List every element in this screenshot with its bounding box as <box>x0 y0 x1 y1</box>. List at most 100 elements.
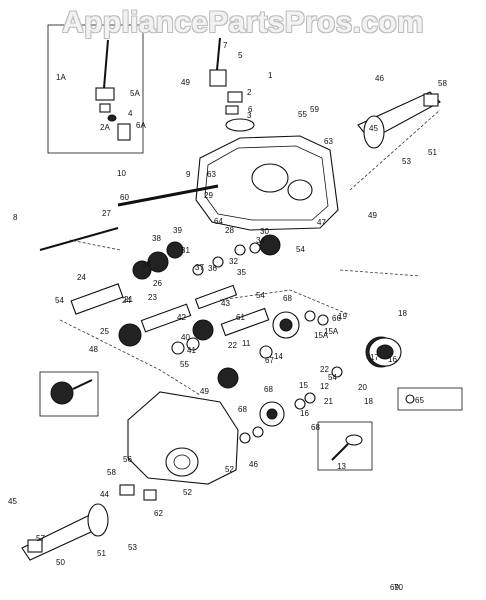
lower-housing <box>127 391 239 485</box>
callout-49: 49 <box>368 211 377 220</box>
callout-7: 7 <box>223 41 228 50</box>
callout-10: 10 <box>117 169 126 178</box>
bearing-lower <box>119 484 135 496</box>
callout-57: 57 <box>36 534 45 543</box>
callout-50: 50 <box>56 558 65 567</box>
callout-56: 56 <box>123 455 132 464</box>
callout-68: 68 <box>264 385 273 394</box>
housing-boss-small <box>287 179 313 201</box>
bearing-lower-2 <box>143 489 157 501</box>
callout-1: 1 <box>268 71 273 80</box>
callout-3: 3 <box>247 111 252 120</box>
callout-47: 47 <box>317 218 326 227</box>
axle-flange-lower <box>87 503 109 537</box>
fork-rod <box>39 227 119 251</box>
callout-61: 61 <box>236 313 245 322</box>
callout-6: 6 <box>248 105 253 114</box>
callout-35: 35 <box>237 268 246 277</box>
callout-4: 4 <box>128 109 133 118</box>
callout-42: 42 <box>177 313 186 322</box>
countershaft <box>70 283 124 315</box>
callout-53: 53 <box>128 543 137 552</box>
callout-18: 18 <box>398 309 407 318</box>
callout-49: 49 <box>181 78 190 87</box>
callout-54: 54 <box>328 373 337 382</box>
callout-70: 70 <box>394 583 403 592</box>
callout-9: 9 <box>186 170 191 179</box>
callout-45: 45 <box>8 497 17 506</box>
callout-6a: 6A <box>136 121 146 130</box>
callout-18: 18 <box>364 397 373 406</box>
bevel-gear-inset <box>50 381 74 405</box>
callout-46: 46 <box>249 460 258 469</box>
callout-63: 63 <box>207 170 216 179</box>
callout-26: 26 <box>153 279 162 288</box>
callout-15a: 15A <box>324 327 339 336</box>
callout-54: 54 <box>296 245 305 254</box>
callout-62: 62 <box>154 509 163 518</box>
callout-67: 67 <box>265 356 274 365</box>
callout-66: 66 <box>332 314 341 323</box>
callout-15: 15 <box>299 381 308 390</box>
callout-52: 52 <box>183 488 192 497</box>
callout-43: 43 <box>221 299 230 308</box>
washers <box>171 242 343 444</box>
callout-69: 69 <box>390 583 399 592</box>
callout-2: 2 <box>247 88 252 97</box>
callout-21: 21 <box>124 295 133 304</box>
bolt-inset <box>397 387 463 411</box>
lower-housing-bore <box>165 447 199 477</box>
callout-22: 22 <box>228 341 237 350</box>
callout-20: 20 <box>358 383 367 392</box>
callout-21: 21 <box>324 397 333 406</box>
inset-frame <box>47 24 144 154</box>
assembly-line-1 <box>59 319 201 396</box>
callout-48: 48 <box>89 345 98 354</box>
callout-16: 16 <box>388 355 397 364</box>
callout-25: 25 <box>100 327 109 336</box>
callout-1a: 1A <box>56 73 66 82</box>
callout-24: 24 <box>77 273 86 282</box>
input-shaft <box>140 303 192 333</box>
callout-55: 55 <box>180 360 189 369</box>
callout-54: 54 <box>55 296 64 305</box>
callout-5a: 5A <box>130 89 140 98</box>
callout-31: 31 <box>181 246 190 255</box>
callout-34: 34 <box>256 236 265 245</box>
callout-8: 8 <box>13 213 18 222</box>
assembly-line-2 <box>339 269 421 277</box>
callout-65: 65 <box>415 396 424 405</box>
axle-bushing-upper <box>423 93 439 107</box>
callout-27: 27 <box>102 209 111 218</box>
callout-60: 60 <box>120 193 129 202</box>
callout-32: 32 <box>229 257 238 266</box>
callout-11: 11 <box>242 339 251 348</box>
shift-lever <box>209 37 255 132</box>
callout-40: 40 <box>181 333 190 342</box>
inset-shift-lever <box>95 39 131 141</box>
callout-46: 46 <box>375 74 384 83</box>
axle-bushing-lower <box>27 539 43 553</box>
callout-12: 12 <box>320 382 329 391</box>
callout-58: 58 <box>107 468 116 477</box>
callout-23: 23 <box>148 293 157 302</box>
callout-39: 39 <box>173 226 182 235</box>
watermark: AppliancePartsPros.com <box>62 6 424 39</box>
callout-16: 16 <box>300 409 309 418</box>
bevel-inset <box>39 371 99 417</box>
callout-28: 28 <box>225 226 234 235</box>
callout-30: 30 <box>260 227 269 236</box>
housing-boss <box>251 163 289 193</box>
callout-33: 33 <box>142 260 151 269</box>
callout-49: 49 <box>200 387 209 396</box>
spline-shaft <box>220 307 270 337</box>
shift-rod <box>117 184 219 207</box>
callout-22: 22 <box>320 365 329 374</box>
callout-51: 51 <box>428 148 437 157</box>
callout-13: 13 <box>337 462 346 471</box>
callout-58: 58 <box>438 79 447 88</box>
callout-labels: 11A22A3455A66A78910111213141515A15A16161… <box>8 41 447 592</box>
callout-68: 68 <box>311 423 320 432</box>
callout-68: 68 <box>238 405 247 414</box>
callout-51: 51 <box>97 549 106 558</box>
